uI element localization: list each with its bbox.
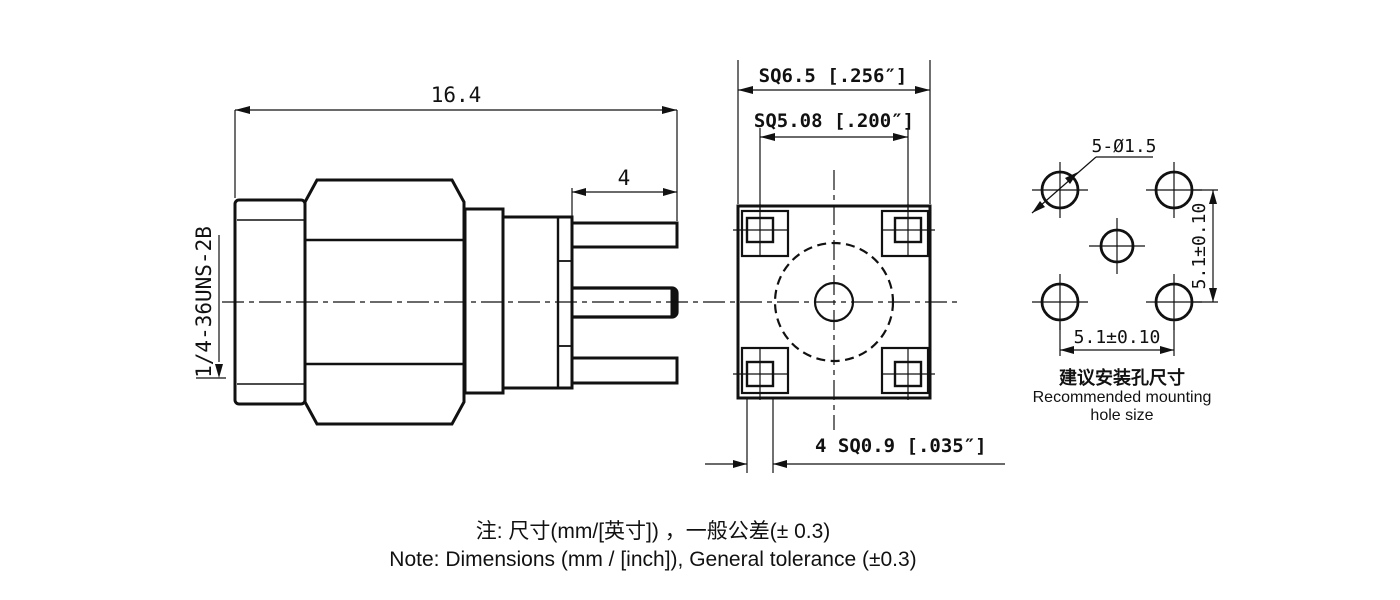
bottom-lead [570, 356, 679, 385]
thread-callout-label: 1/4-36UNS-2B [192, 226, 216, 378]
hole-size-label: 5-Ø1.5 [1091, 136, 1156, 157]
note-line-en: Note: Dimensions (mm / [inch]), General … [389, 548, 916, 571]
dim-hole-pitch-horizontal [1059, 322, 1175, 356]
arrowhead [1060, 346, 1074, 354]
overall-length-label: 16.4 [431, 83, 482, 107]
hole-crosshairs [1032, 162, 1202, 330]
pin-length-label: 4 [618, 166, 631, 190]
dim-overall-length [234, 106, 678, 221]
arrowhead [738, 86, 753, 94]
side-view: 16.4 4 1/4-36UNS-2B [192, 83, 679, 426]
dim-outer-square [737, 60, 931, 204]
arrowhead [915, 86, 930, 94]
arrowhead [760, 133, 775, 141]
arrowhead [1032, 201, 1045, 213]
arrowhead [662, 106, 677, 114]
arrowhead [1065, 172, 1078, 184]
arrowhead [733, 460, 747, 468]
dim-pin-length [571, 188, 677, 221]
corner-pad [740, 209, 790, 258]
arrowhead [1160, 346, 1174, 354]
dim-pin-pitch [759, 128, 909, 212]
collar [463, 207, 505, 395]
arrowhead [1209, 190, 1217, 204]
dim-hole-pitch-vertical [1192, 189, 1218, 303]
arrowhead [572, 188, 586, 196]
corner-pad [740, 346, 790, 395]
arrowhead [1209, 288, 1217, 302]
hole-size-callout [1031, 156, 1153, 214]
horizontal-pitch-label: 5.1±0.10 [1074, 327, 1161, 348]
arrowhead [663, 188, 677, 196]
pin-pitch-label: SQ5.08 [.200″] [754, 110, 914, 132]
top-lead [570, 221, 679, 249]
arrowhead [773, 460, 787, 468]
outer-square-label: SQ6.5 [.256″] [759, 65, 908, 87]
thread-callout [196, 235, 226, 379]
vertical-pitch-label: 5.1±0.10 [1189, 203, 1210, 290]
front-view: SQ6.5 [.256″] SQ5.08 [.200″] 4 SQ0.9 [.0… [705, 60, 1005, 473]
pin-size-label: 4 SQ0.9 [.035″] [815, 435, 987, 457]
mounting-caption-en-2: hole size [1090, 407, 1153, 424]
notes-block: 注: 尺寸(mm/[英寸]) ，一般公差(± 0.3) Note: Dimens… [389, 520, 916, 571]
arrowhead [893, 133, 908, 141]
mounting-caption-en-1: Recommended mounting [1033, 389, 1212, 406]
corner-pad [880, 209, 930, 258]
corner-pad [880, 346, 930, 395]
arrowhead [215, 364, 223, 378]
dim-pin-size [705, 398, 1005, 473]
mounting-caption-zh: 建议安装孔尺寸 [1059, 367, 1185, 388]
mounting-view: 5-Ø1.5 5.1±0.10 5.1±0.10 建议安装孔尺寸 Recomme… [1031, 136, 1218, 424]
note-line-zh: 注: 尺寸(mm/[英寸]) ，一般公差(± 0.3) [476, 520, 831, 543]
arrowhead [235, 106, 250, 114]
corner-pin-crosshairs [733, 204, 935, 400]
